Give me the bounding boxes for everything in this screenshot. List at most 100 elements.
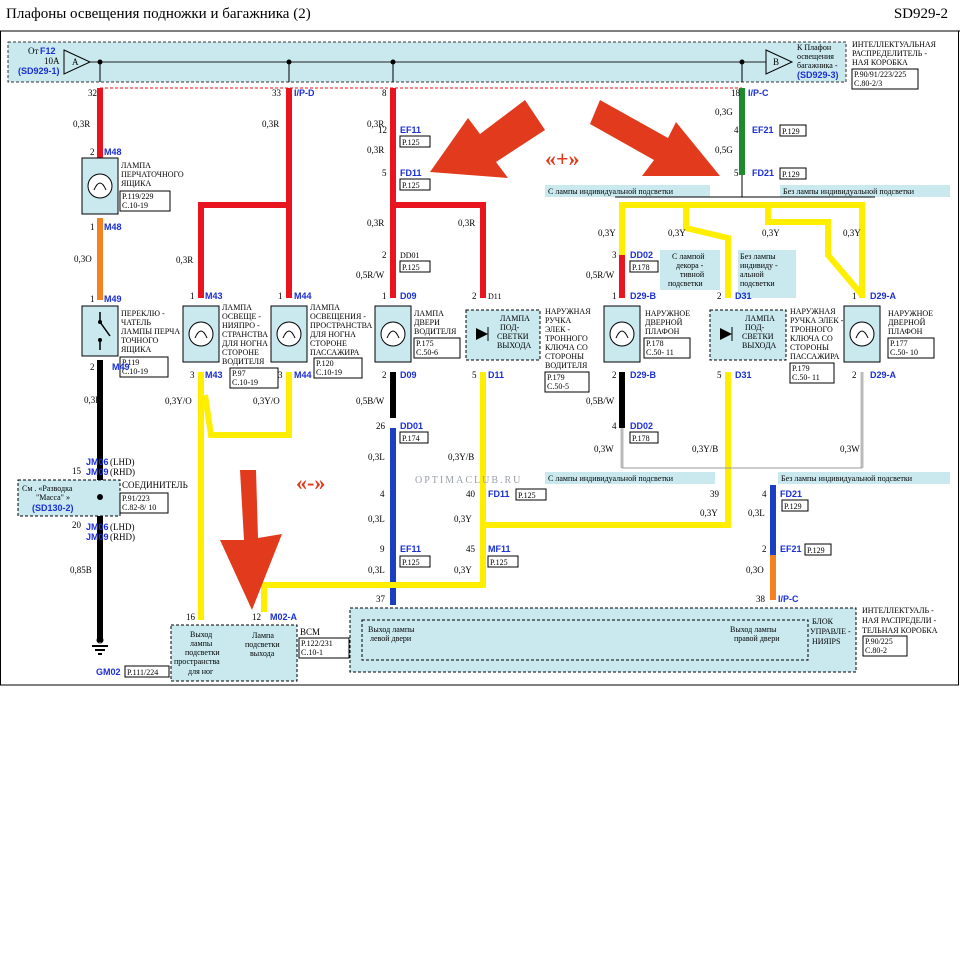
ips-ref-1: P.90/225 <box>865 637 893 646</box>
svg-text:15: 15 <box>72 466 82 476</box>
connector-a-arrow <box>63 49 92 75</box>
svg-text:P.174: P.174 <box>402 434 420 443</box>
svg-text:JM06: JM06 <box>86 457 109 467</box>
svg-text:2: 2 <box>382 250 387 260</box>
massa-ref: (SD130-2) <box>32 503 74 513</box>
svg-text:(RHD): (RHD) <box>110 467 135 477</box>
band-without-light-bottom <box>778 472 950 484</box>
connector-b-arrow <box>765 49 794 75</box>
m49-name-4: ТОЧНОГО <box>121 336 159 345</box>
svg-text:2: 2 <box>612 370 617 380</box>
svg-text:JM09: JM09 <box>86 532 109 542</box>
svg-text:2: 2 <box>90 147 95 157</box>
svg-text:P.129: P.129 <box>784 502 802 511</box>
d29a-ref-1: P.177 <box>890 339 908 348</box>
d31-in-1: ЛАМПА <box>745 314 775 323</box>
bcm-out1-2: лампы <box>190 639 213 648</box>
svg-text:0,3Y: 0,3Y <box>700 508 718 518</box>
svg-text:18: 18 <box>731 88 741 98</box>
svg-text:0,3O: 0,3O <box>74 254 92 264</box>
svg-text:1: 1 <box>382 291 387 301</box>
junction-ref-2: C.82-8/ 10 <box>122 503 156 512</box>
d31-ref-2: C.50- 11 <box>792 373 820 382</box>
svg-text:0,3W: 0,3W <box>840 444 860 454</box>
svg-text:I/P-D: I/P-D <box>294 88 315 98</box>
svg-text:1: 1 <box>278 291 283 301</box>
bcm-ref-1: P.122/231 <box>301 639 333 648</box>
d29b-lamp-icon <box>609 321 635 347</box>
svg-text:JM09: JM09 <box>86 467 109 477</box>
d29b-name-3: ПЛАФОН <box>645 327 680 336</box>
svg-text:D29-B: D29-B <box>630 291 657 301</box>
d29b-ref-1: P.178 <box>646 339 664 348</box>
svg-text:1: 1 <box>612 291 617 301</box>
arrow-icon <box>220 470 282 610</box>
svg-text:D29-A: D29-A <box>870 291 897 301</box>
svg-text:M48: M48 <box>104 222 122 232</box>
ips-1: ИНТЕЛЛЕКТУАЛЬ - <box>862 606 934 615</box>
svg-text:0,3Y/O: 0,3Y/O <box>165 396 192 406</box>
svg-text:2: 2 <box>382 370 387 380</box>
m48-ref-2: C.10-19 <box>122 201 148 210</box>
svg-text:0,3L: 0,3L <box>368 452 385 462</box>
page-title: Плафоны освещения подножки и багажника (… <box>6 6 311 22</box>
svg-text:16: 16 <box>186 612 196 622</box>
d29a-lamp-icon <box>849 321 875 347</box>
svg-text:4: 4 <box>612 421 617 431</box>
d11-in-2: ПОД- <box>500 323 520 332</box>
decor-note-4: подсветки <box>668 279 703 288</box>
d11-ref-2: C.50-5 <box>547 382 569 391</box>
right-door-2: правой двери <box>734 634 780 643</box>
m43-name-1: ЛАМПА <box>222 303 252 312</box>
svg-text:0,3Y: 0,3Y <box>843 228 861 238</box>
svg-text:P.125: P.125 <box>490 558 508 567</box>
m48-name-2: ПЕРЧАТОЧНОГО <box>121 170 184 179</box>
svg-text:2: 2 <box>852 370 857 380</box>
m49-name-5: ЯЩИКА <box>121 345 152 354</box>
diagram-code: SD929-2 <box>893 6 948 22</box>
box-ref <box>851 68 919 90</box>
svg-text:20: 20 <box>72 520 82 530</box>
svg-text:0,3R: 0,3R <box>367 145 384 155</box>
band-with-light-bottom-text: С лампы индивидуальной подсветки <box>548 474 674 483</box>
m43-name-5: ДЛЯ НОГНА <box>222 339 268 348</box>
connector-b-label: B <box>773 57 779 67</box>
bcm-out2-1: Лампа <box>252 631 274 640</box>
d11-in-1: ЛАМПА <box>500 314 530 323</box>
svg-text:0,3R: 0,3R <box>262 119 279 129</box>
led-icon <box>720 328 732 340</box>
m43-name-4: СТРАНСТВА <box>222 330 268 339</box>
svg-text:0,3R: 0,3R <box>367 218 384 228</box>
d31-in-3: СВЕТКИ <box>742 332 774 341</box>
svg-text:0,3O: 0,3O <box>746 565 764 575</box>
m43-ref-1: P.97 <box>232 369 246 378</box>
svg-text:GM02: GM02 <box>96 667 121 677</box>
block-3: НИЯIPS <box>812 637 840 646</box>
left-door-1: Выход лампы <box>368 625 415 634</box>
band-with-light-top <box>545 185 710 197</box>
frame <box>0 30 959 686</box>
svg-text:1: 1 <box>190 291 195 301</box>
m43-name-7: ВОДИТЕЛЯ <box>222 357 265 366</box>
d31-in-4: ВЫХОДА <box>742 341 777 350</box>
svg-text:2: 2 <box>472 291 477 301</box>
m49-name-1: ПЕРЕКЛЮ - <box>121 309 165 318</box>
m49-name-2: ЧАТЕЛЬ <box>121 318 151 327</box>
svg-text:0,3Y: 0,3Y <box>454 514 472 524</box>
svg-text:D29-A: D29-A <box>870 370 897 380</box>
svg-text:33: 33 <box>272 88 282 98</box>
svg-text:39: 39 <box>710 489 720 499</box>
d11-out-3: ЭЛЕК - <box>545 325 570 334</box>
d11-out-5: КЛЮЧА СО <box>545 343 588 352</box>
svg-text:4: 4 <box>734 125 739 135</box>
svg-text:0,3L: 0,3L <box>748 508 765 518</box>
svg-text:0,3Y: 0,3Y <box>668 228 686 238</box>
svg-text:0,3R: 0,3R <box>73 119 90 129</box>
svg-text:0,3B: 0,3B <box>84 395 101 405</box>
svg-text:D11: D11 <box>488 292 501 301</box>
bcm-box <box>170 624 298 682</box>
box-line-2: РАСПРЕДЕЛИТЕЛЬ - <box>852 49 927 58</box>
svg-text:5: 5 <box>472 370 477 380</box>
bcm-out1-1: Выход <box>190 630 212 639</box>
svg-text:0,5B/W: 0,5B/W <box>586 396 615 406</box>
